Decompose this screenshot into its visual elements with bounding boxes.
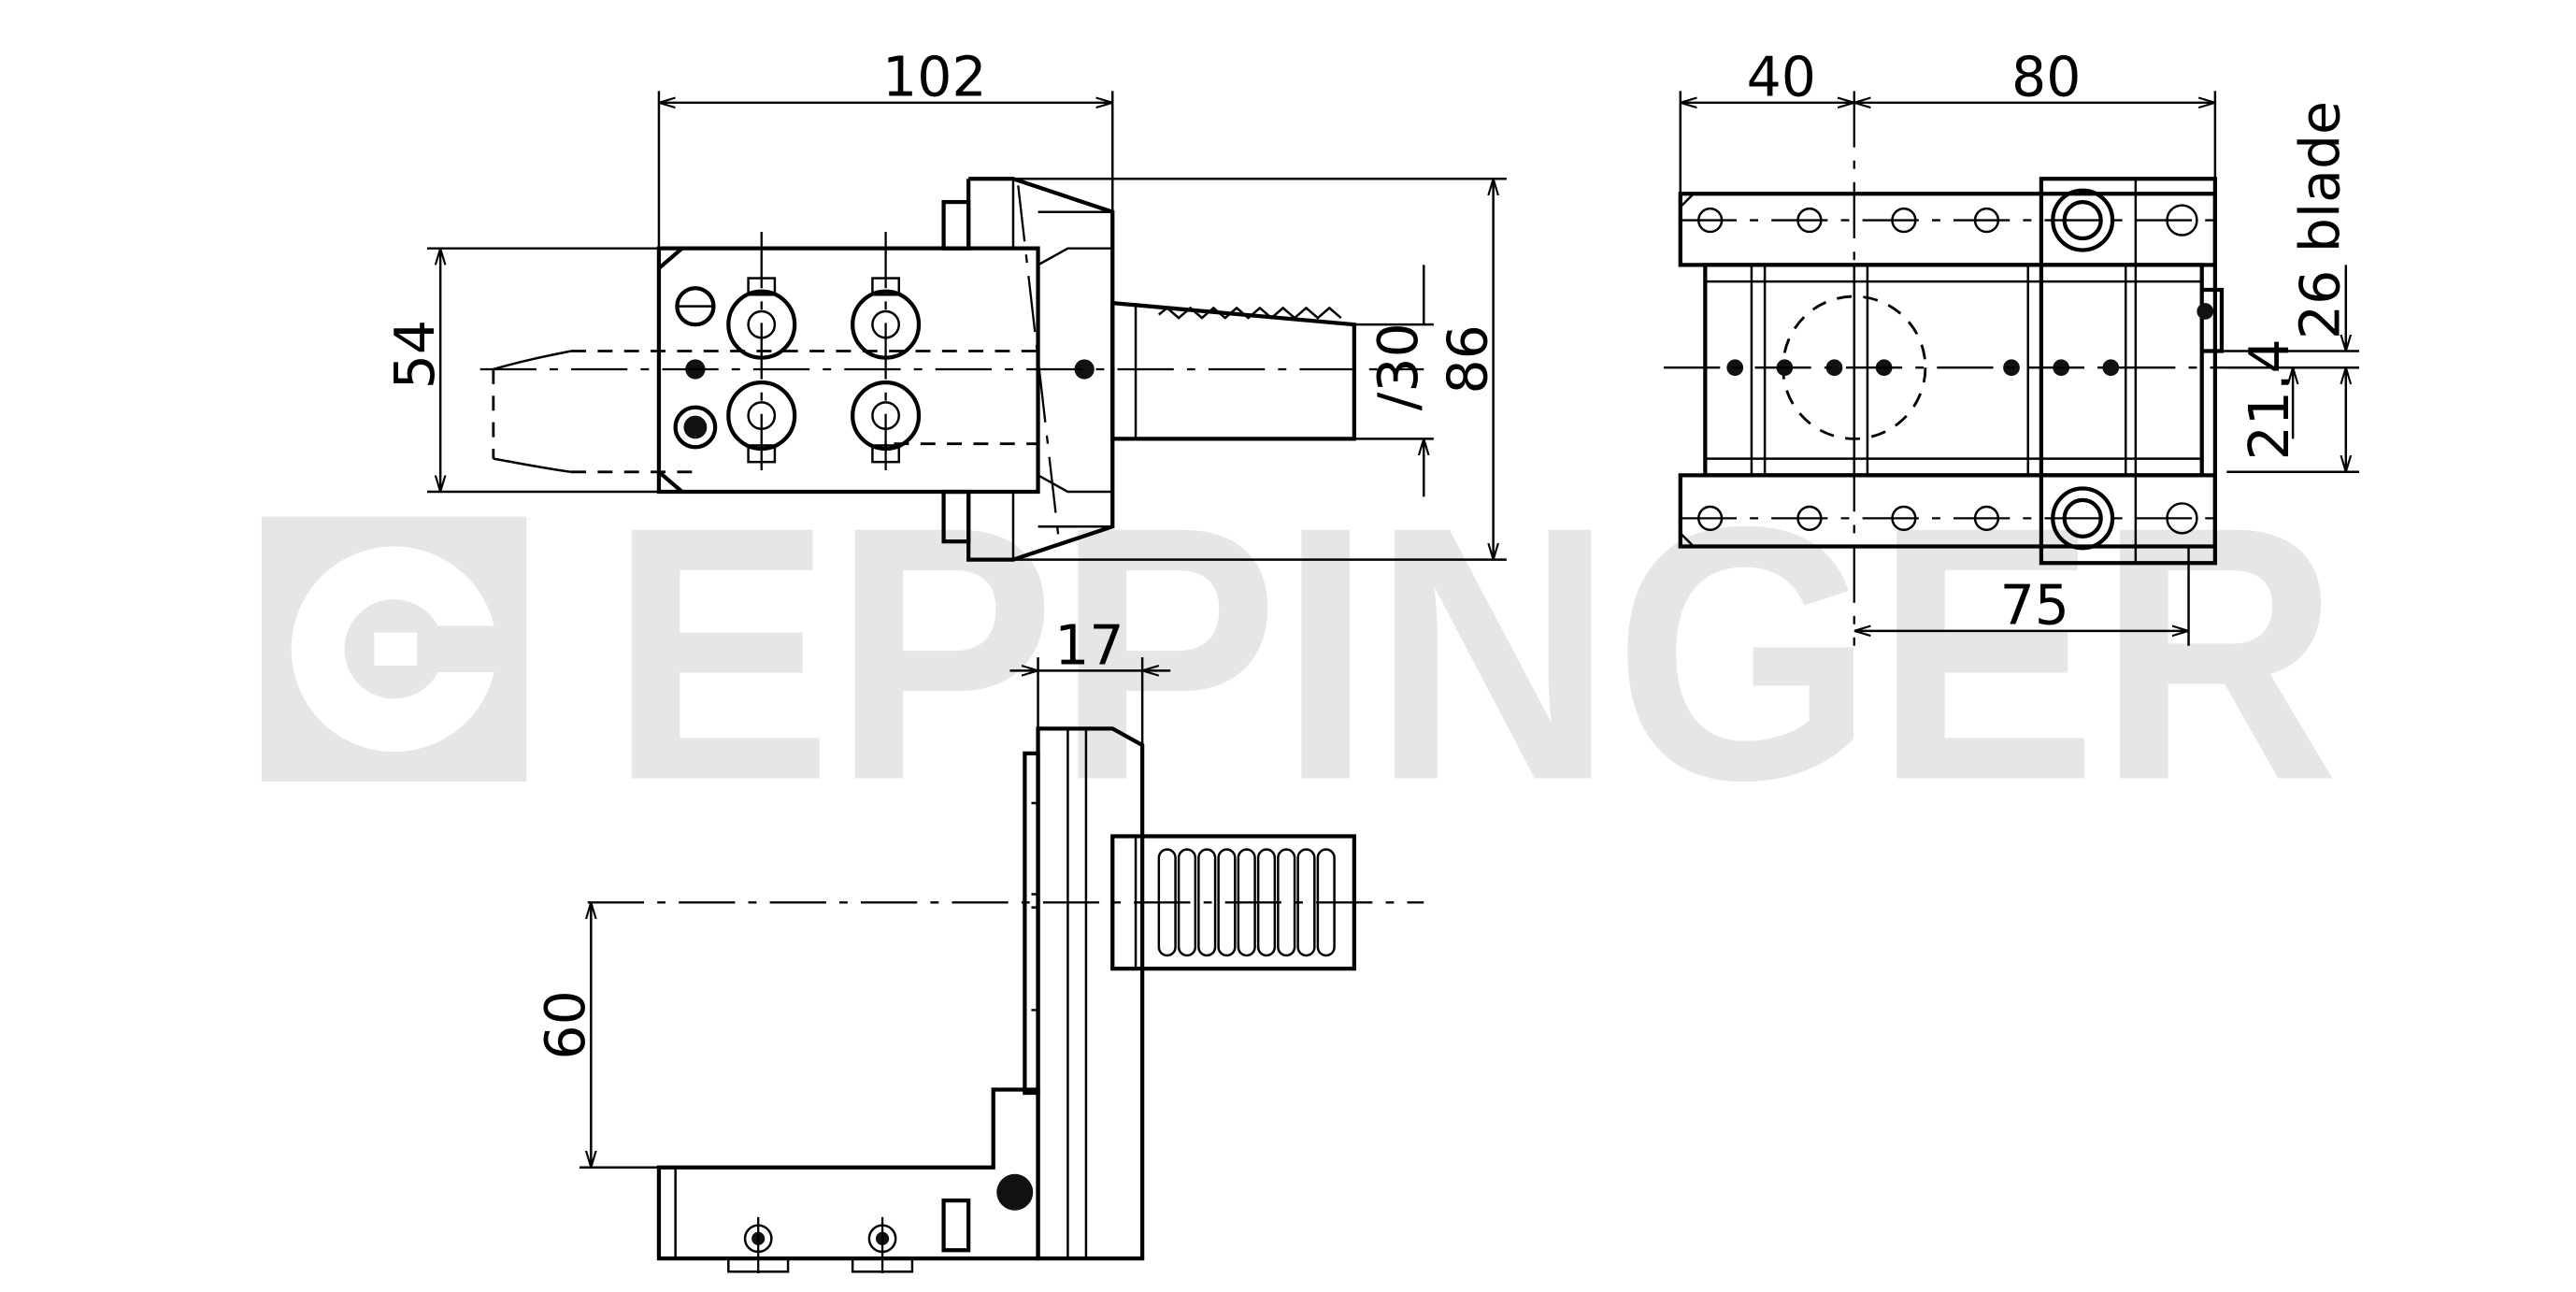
dim-top-right: 80 <box>2011 46 2081 109</box>
dim-offset: 21.4 <box>2238 338 2301 460</box>
eppinger-logo-watermark: EPPINGER <box>261 451 2340 854</box>
dim-side-thickness: 17 <box>1054 613 1123 677</box>
dim-bottom-span: 75 <box>2000 574 2069 638</box>
dim-side-height: 60 <box>534 990 597 1059</box>
dim-shank-diameter: ∕30 <box>1367 323 1430 410</box>
watermark-text: EPPINGER <box>609 451 2340 854</box>
dim-blade: 26 blade <box>2289 101 2353 339</box>
side-view <box>587 726 1424 1284</box>
dim-front-width: 102 <box>882 46 987 109</box>
top-dimensions: 40 80 75 26 blade 21.4 <box>1679 46 2359 646</box>
dim-front-total-height: 86 <box>1437 324 1500 394</box>
dim-top-left: 40 <box>1747 46 1816 109</box>
side-dimensions: 17 60 <box>534 613 1171 1169</box>
top-view <box>1664 91 2227 646</box>
dim-front-height: 54 <box>383 320 447 389</box>
front-dimensions: 102 54 86 ∕30 <box>383 46 1507 561</box>
